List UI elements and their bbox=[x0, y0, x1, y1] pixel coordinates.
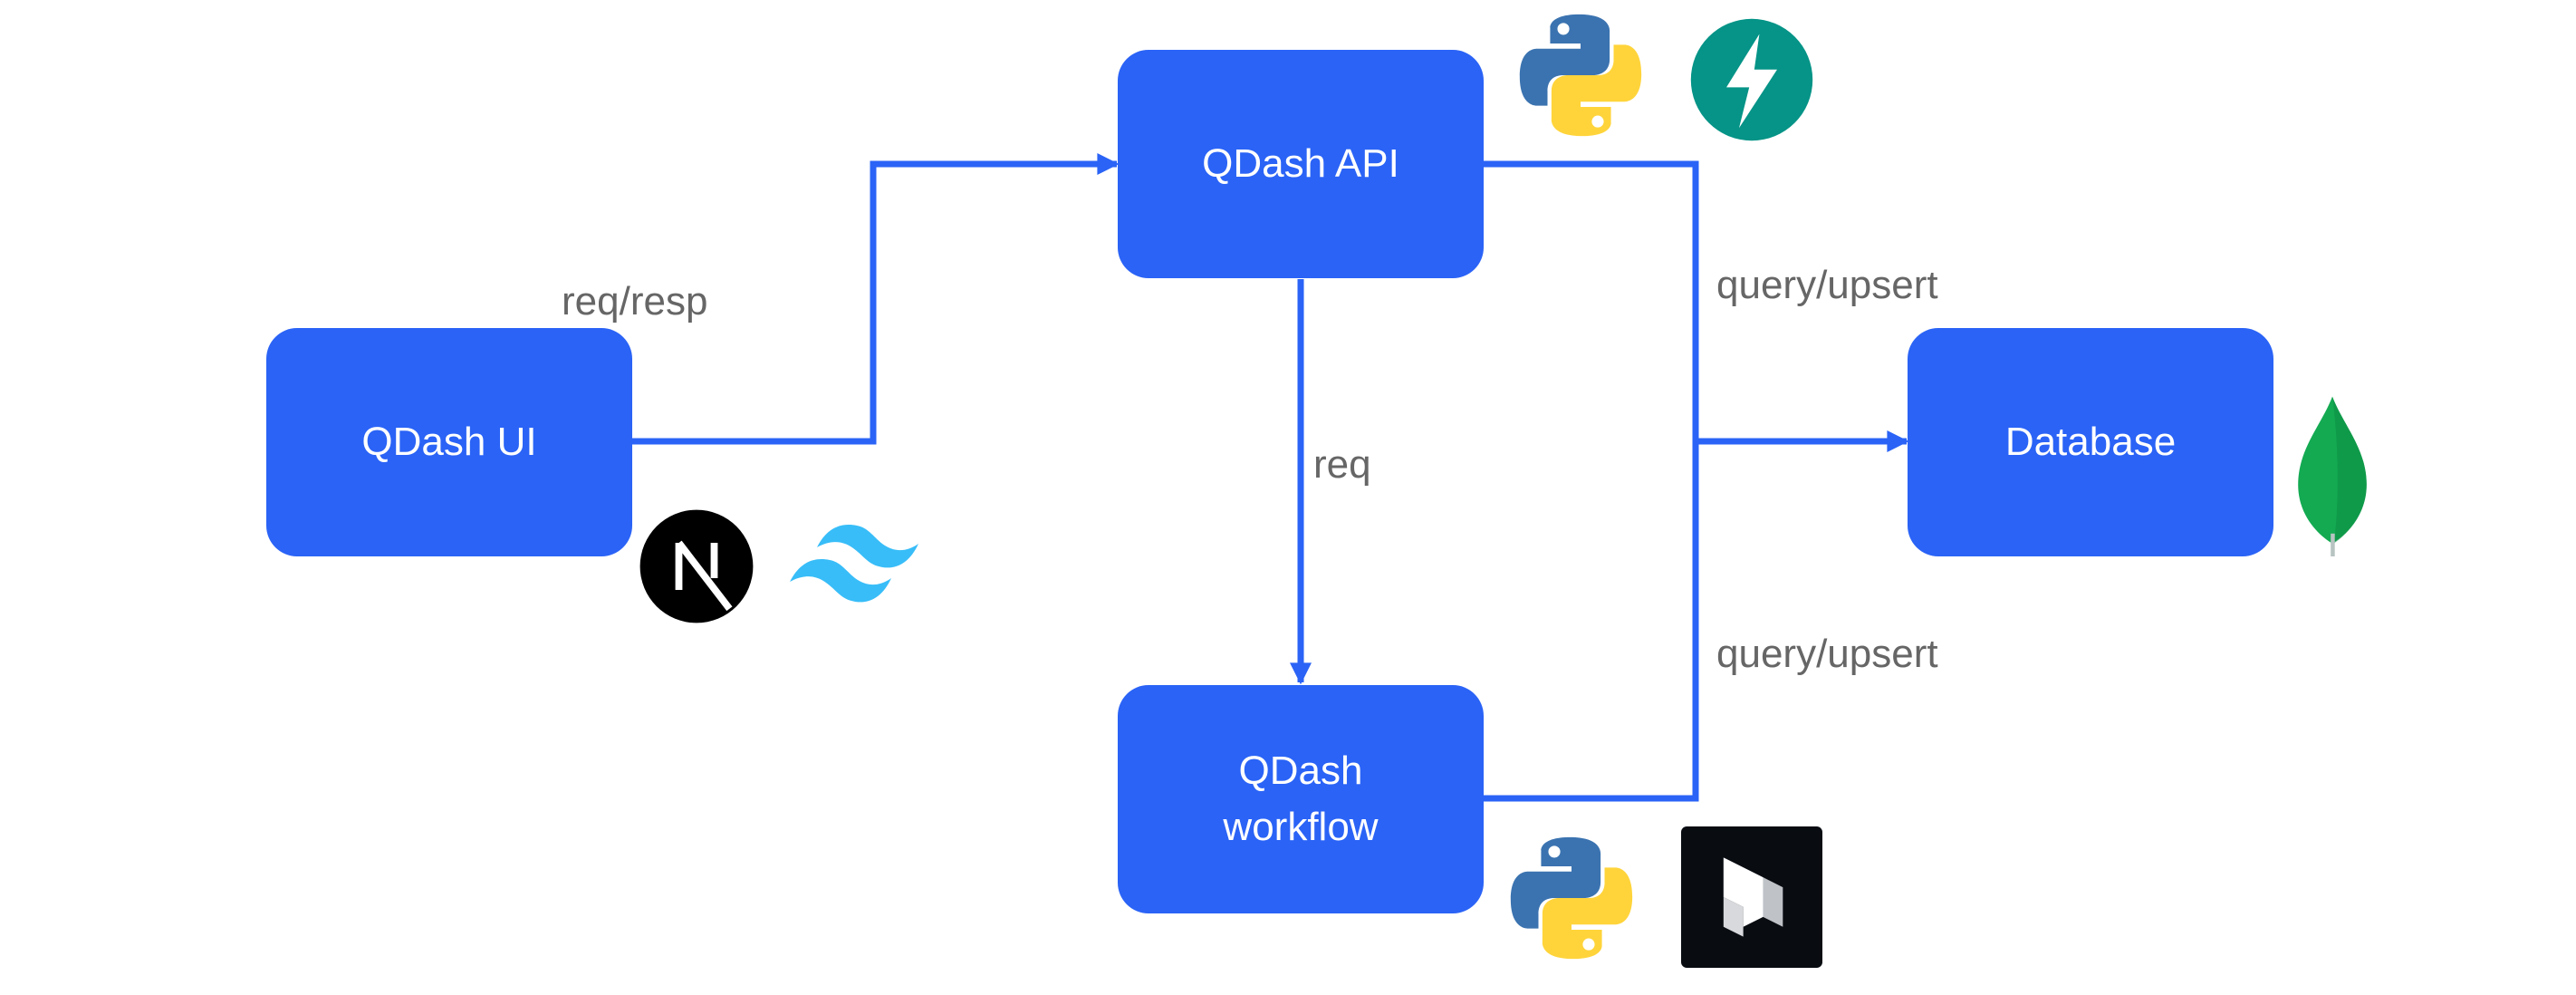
node-qdash-ui: QDash UI bbox=[266, 328, 632, 556]
node-qdash-ui-label: QDash UI bbox=[361, 420, 537, 464]
python-logo-icon bbox=[1519, 14, 1642, 137]
prefect-logo-icon bbox=[1681, 826, 1822, 968]
edge-label-query-upsert-bottom: query/upsert bbox=[1716, 632, 1938, 676]
edge-label-req: req bbox=[1313, 442, 1371, 487]
node-qdash-api: QDash API bbox=[1118, 50, 1484, 278]
node-database-label: Database bbox=[2004, 420, 2177, 464]
edge-workflow-to-junction bbox=[1484, 441, 1699, 802]
python-logo-icon bbox=[1510, 836, 1633, 960]
edge-label-query-upsert-top: query/upsert bbox=[1716, 263, 1938, 307]
mongodb-logo-icon bbox=[2298, 396, 2367, 556]
node-qdash-workflow-label: QDash workflow bbox=[1223, 749, 1379, 849]
nextjs-logo-icon bbox=[639, 509, 754, 623]
node-qdash-workflow: QDash workflow bbox=[1118, 685, 1484, 913]
tailwind-logo-icon bbox=[790, 525, 918, 603]
edge-label-req-resp: req/resp bbox=[562, 279, 708, 324]
edge-ui-to-api bbox=[632, 153, 1120, 445]
fastapi-logo-icon bbox=[1690, 18, 1813, 141]
node-database: Database bbox=[1908, 328, 2273, 556]
edge-api-to-junction bbox=[1484, 160, 1699, 441]
node-qdash-api-label: QDash API bbox=[1202, 141, 1399, 186]
